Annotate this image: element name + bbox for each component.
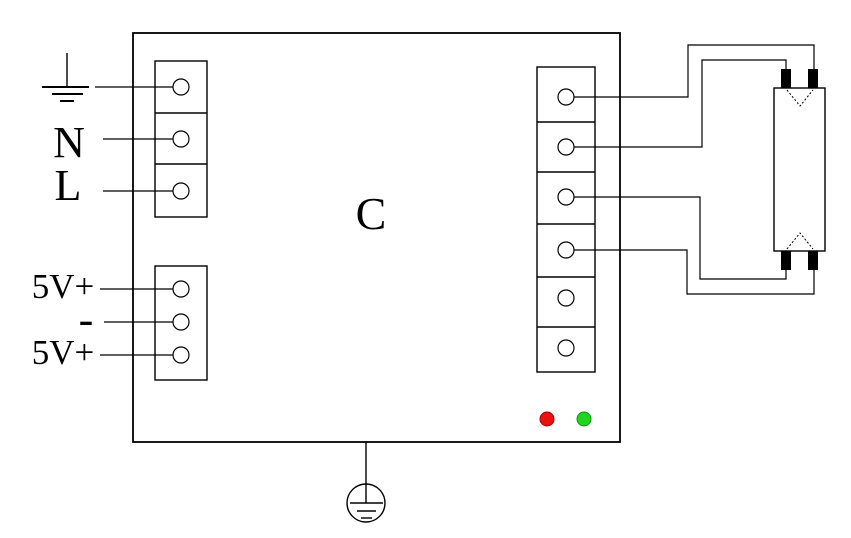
lamp-pin-bottom-right — [808, 251, 818, 270]
dc-terminal-block — [154, 265, 208, 381]
green-led-edge — [576, 411, 592, 427]
controller-label: C — [356, 188, 387, 239]
5v-plus-top-label: 5V+ — [32, 267, 95, 306]
lamp-filament-bottom — [786, 232, 814, 250]
lamp-filament-top — [786, 89, 814, 107]
terminal-hole-out-2 — [557, 138, 575, 156]
terminal-hole-line — [172, 182, 190, 200]
terminal-hole-out-1 — [557, 88, 575, 106]
earth-ground-icon — [42, 53, 89, 102]
lamp-pin-top-right — [808, 69, 818, 88]
terminal-hole-out-3 — [557, 188, 575, 206]
wire-output-1 — [574, 44, 815, 98]
terminal-hole-earth — [172, 78, 190, 96]
minus-label: - — [79, 295, 94, 344]
mains-input-terminal-block — [154, 60, 208, 218]
wire-output-3 — [574, 196, 787, 280]
wire-output-4 — [574, 249, 815, 295]
terminal-hole-out-5 — [557, 289, 575, 307]
lamp-tube-body — [773, 87, 826, 252]
terminal-hole-neutral — [172, 130, 190, 148]
neutral-label: N — [53, 118, 85, 167]
wire-output-2 — [574, 59, 787, 148]
controller-box — [132, 32, 621, 443]
pe-circle — [346, 483, 386, 523]
output-block-outline — [536, 66, 596, 373]
terminal-hole-5v-top — [172, 280, 190, 298]
red-led-edge — [539, 411, 555, 427]
lamp-wires — [574, 44, 815, 295]
terminal-hole-minus — [172, 313, 190, 331]
line-label: L — [55, 161, 82, 210]
red-led-indicator — [540, 412, 554, 426]
mains-block-outline — [154, 60, 208, 218]
green-led-indicator — [577, 412, 591, 426]
terminal-hole-out-4 — [557, 241, 575, 259]
5v-plus-bottom-label: 5V+ — [32, 333, 95, 372]
terminal-hole-5v-bottom — [172, 346, 190, 364]
lamp-pin-top-left — [781, 69, 791, 88]
input-wires — [95, 86, 173, 356]
terminal-hole-out-6 — [557, 339, 575, 357]
dc-block-outline — [154, 265, 208, 381]
fluorescent-tube-lamp-icon — [773, 69, 826, 270]
lamp-pin-bottom-left — [781, 251, 791, 270]
output-terminal-block — [536, 66, 596, 373]
protective-earth-icon — [346, 442, 386, 523]
